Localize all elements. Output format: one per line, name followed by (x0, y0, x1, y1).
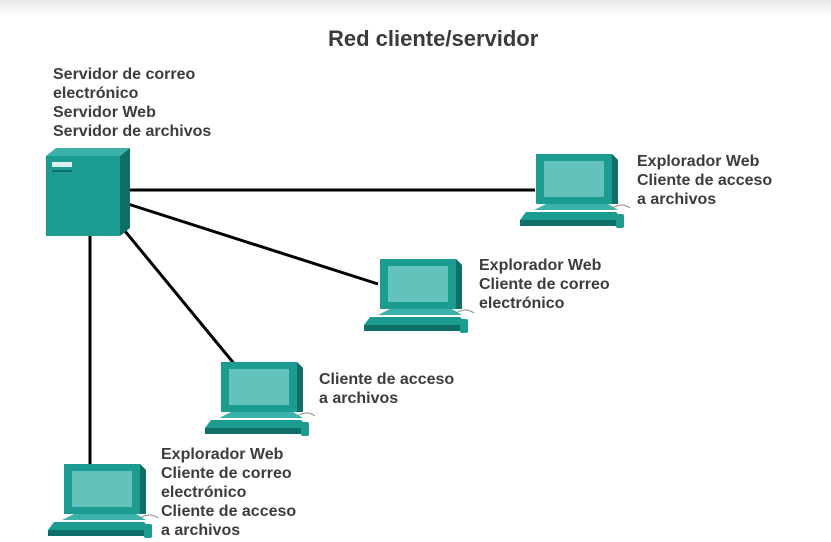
diagram-title: Red cliente/servidor (328, 26, 539, 51)
client-2-label-line-3: electrónico (479, 295, 565, 312)
client-2-computer-icon (364, 259, 474, 333)
client-3-label-line-2: a archivos (319, 390, 399, 407)
client-1-computer-icon (520, 154, 630, 228)
link-client-2 (127, 202, 379, 286)
link-client-3 (118, 224, 238, 367)
client-3-computer-icon (205, 362, 315, 436)
client-2-label: Explorador Web Cliente de correo electró… (479, 256, 610, 313)
client-4-label-line-5: a archivos (161, 522, 241, 539)
server-icon (46, 148, 130, 236)
top-shadow-bar (0, 0, 831, 16)
client-4-label-line-3: electrónico (161, 484, 247, 501)
client-3-label: Cliente de acceso a archivos (319, 370, 454, 408)
client-4-label-line-2: Cliente de correo (161, 465, 292, 482)
client-1-label-line-3: a archivos (637, 191, 717, 208)
server-label-line-2: electrónico (53, 85, 139, 102)
server-label-line-1: Servidor de correo (53, 66, 196, 83)
client-2-label-line-1: Explorador Web (479, 257, 602, 274)
client-4-label: Explorador Web Cliente de correo electró… (161, 445, 296, 540)
client-1-label-line-1: Explorador Web (637, 153, 760, 170)
client-4-computer-icon (48, 464, 158, 538)
server-label-line-4: Servidor de archivos (53, 123, 212, 140)
server-label-line-3: Servidor Web (53, 104, 156, 121)
client-4-label-line-4: Cliente de acceso (161, 503, 297, 520)
client-4-label-line-1: Explorador Web (161, 446, 284, 463)
client-1-label: Explorador Web Cliente de acceso a archi… (637, 152, 772, 209)
client-3-label-line-1: Cliente de acceso (319, 371, 455, 388)
client-2-label-line-2: Cliente de correo (479, 276, 610, 293)
server-label: Servidor de correo electrónico Servidor … (53, 65, 211, 141)
client-1-label-line-2: Cliente de acceso (637, 172, 773, 189)
